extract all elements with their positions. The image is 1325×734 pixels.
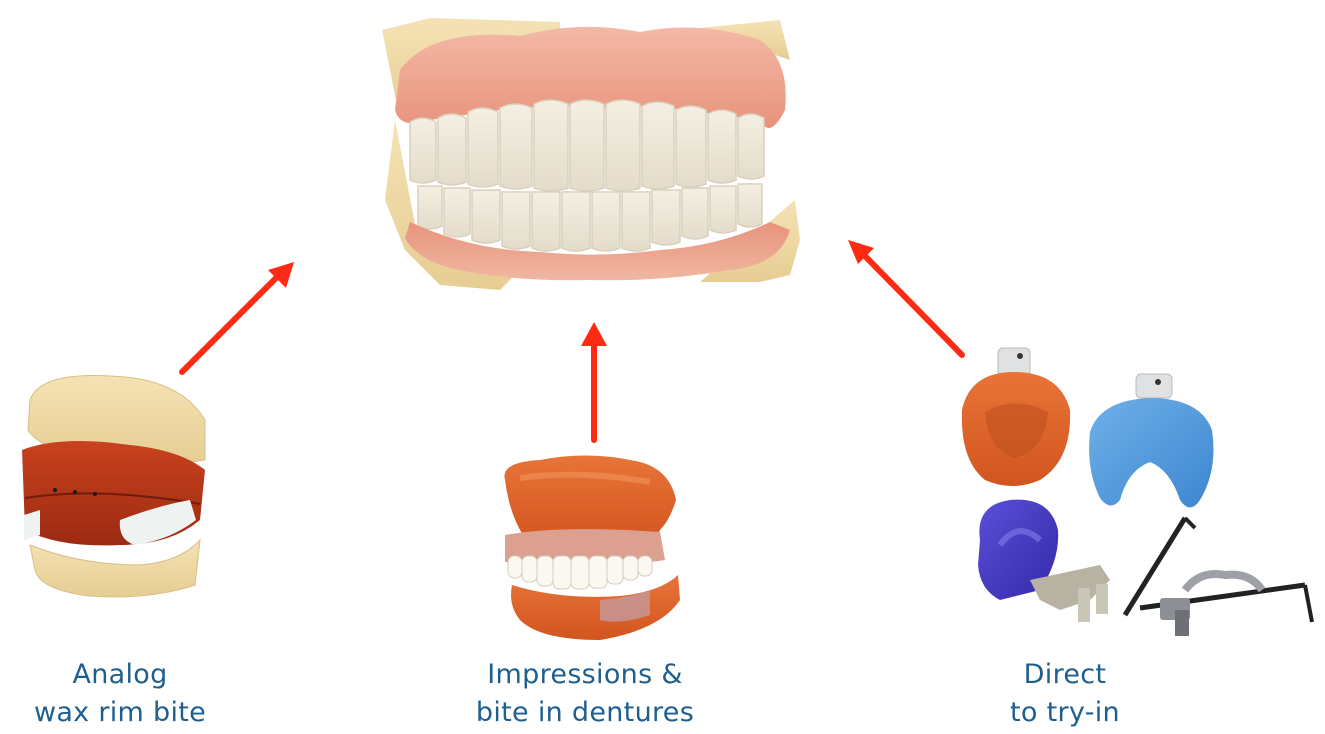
arrow-center-to-final (581, 322, 607, 440)
arrow-left-to-final (182, 262, 294, 372)
caption-analog-wax-rim-bite: Analog wax rim bite (0, 656, 240, 732)
dentures-with-impression-material-photo (504, 455, 680, 640)
caption-left-line2: wax rim bite (0, 694, 240, 732)
caption-left-line1: Analog (0, 656, 240, 694)
articulated-wax-rim-model-photo (22, 376, 205, 597)
caption-center-line2: bite in dentures (420, 694, 750, 732)
caption-direct-to-try-in: Direct to try-in (935, 656, 1195, 732)
arrow-right-to-final (848, 240, 962, 355)
caption-right-line1: Direct (935, 656, 1195, 694)
final-denture-photo (382, 18, 800, 290)
caption-impressions-and-bite: Impressions & bite in dentures (420, 656, 750, 732)
caption-right-line2: to try-in (935, 694, 1195, 732)
impression-trays-and-bite-registration-photo (962, 348, 1312, 636)
caption-center-line1: Impressions & (420, 656, 750, 694)
